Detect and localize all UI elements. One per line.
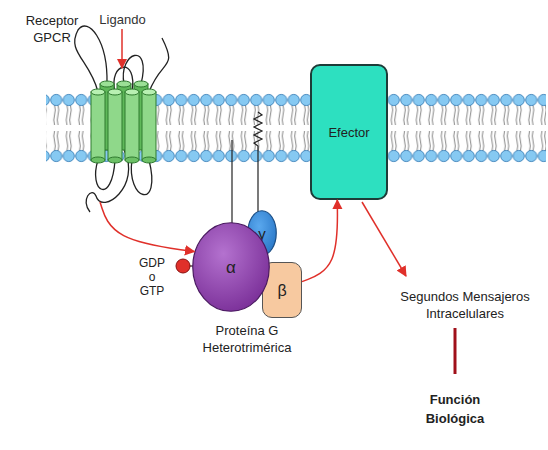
function-link (454, 328, 457, 374)
helix-bottom (125, 157, 139, 163)
ellipse-shape (248, 211, 277, 256)
effector-output-arrow (362, 202, 406, 276)
lipid-anchor (254, 112, 262, 212)
helix-top (142, 89, 156, 95)
receptor-helices-front (91, 89, 156, 163)
receptor-loops (75, 26, 169, 212)
signal-arrow (100, 202, 194, 252)
receptor-helices-back (100, 81, 148, 150)
ligand-label: Ligando (95, 11, 150, 28)
ellipse-shape (193, 223, 270, 312)
helix-top (134, 81, 148, 87)
helix-top (91, 89, 105, 95)
node-text: Receptor GPCR (12, 12, 92, 46)
helix (125, 92, 139, 160)
node-text: Efector (328, 124, 369, 141)
receptor-loop (86, 150, 129, 212)
ligand-arrow (121, 29, 123, 68)
helix-top (117, 81, 131, 87)
helix-bottom (108, 157, 122, 163)
helix (91, 92, 105, 160)
node-text: α (226, 259, 236, 276)
helix-bottom (142, 157, 156, 163)
node-text: β (277, 282, 286, 299)
lipid-bilayer (46, 88, 546, 168)
helix-top (125, 89, 139, 95)
signal-arrow (302, 200, 337, 282)
receptor-loop (131, 160, 152, 195)
lipid-anchor (231, 140, 232, 226)
receptor-loop (149, 38, 169, 92)
nucleotide-label: GDP o GTP (135, 256, 169, 298)
messenger-label: Segundos Mensajeros Intracelulares (379, 288, 548, 322)
function-label: Función Biológica (400, 390, 510, 428)
alpha-subunit: α (192, 222, 270, 312)
helix-top (100, 81, 114, 87)
nucleotide-dot (176, 259, 190, 273)
receptor-loop (96, 160, 115, 189)
receptor-region: Receptor GPCR (80, 30, 160, 202)
helix (108, 92, 122, 160)
helix (142, 92, 156, 160)
helix-top (108, 89, 122, 95)
effector-box: Efector (310, 64, 388, 200)
protein-label: Proteína G Heterotrimérica (172, 322, 322, 356)
helix-bottom (91, 157, 105, 163)
